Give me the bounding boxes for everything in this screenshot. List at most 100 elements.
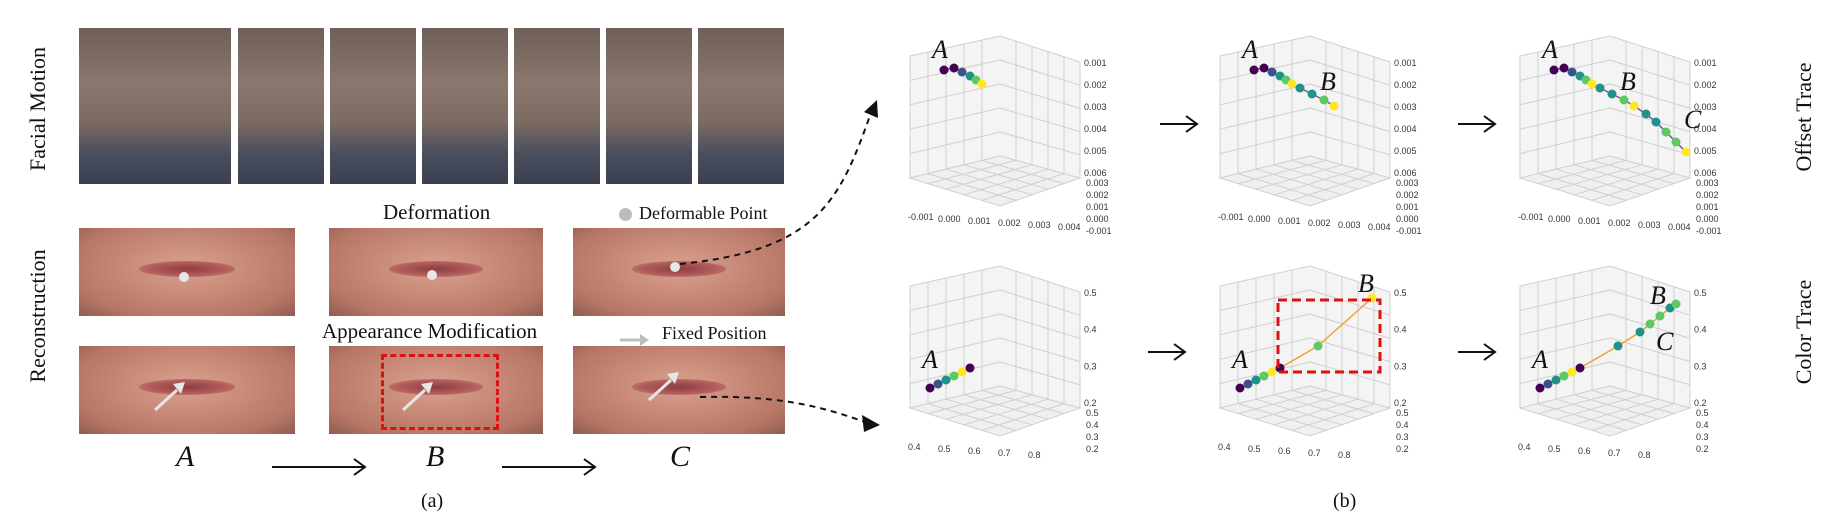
legend-deformable-point: Deformable Point xyxy=(639,203,768,223)
x-tick-label: 0.001 xyxy=(1578,216,1601,226)
trace-point xyxy=(1243,379,1253,389)
x-tick-label: -0.001 xyxy=(908,212,934,222)
trace-point xyxy=(1559,63,1569,73)
y-tick-label: 0.002 xyxy=(1696,190,1719,200)
z-tick-label: 0.006 xyxy=(1694,168,1717,178)
y-tick-label: 0.000 xyxy=(1396,214,1419,224)
point-label: B xyxy=(1620,67,1636,96)
fixed-position-arrow-icon xyxy=(647,372,679,402)
y-tick-label: 0.2 xyxy=(1396,444,1409,454)
trace-point xyxy=(1319,95,1329,105)
z-tick-label: 0.003 xyxy=(1084,102,1107,112)
trace-point xyxy=(925,383,935,393)
x-tick-label: 0.003 xyxy=(1028,220,1051,230)
fixed-position-arrow-icon xyxy=(401,382,433,412)
z-tick-label: 0.004 xyxy=(1694,124,1717,134)
y-tick-label: 0.001 xyxy=(1396,202,1419,212)
x-tick-label: 0.7 xyxy=(998,448,1011,458)
y-tick-label: -0.001 xyxy=(1086,226,1112,236)
legend-fixed-position: Fixed Position xyxy=(662,323,767,343)
x-tick-label: 0.003 xyxy=(1338,220,1361,230)
caption-a: (a) xyxy=(421,490,444,512)
trace-point xyxy=(933,379,943,389)
z-tick-label: 0.006 xyxy=(1084,168,1107,178)
lip-crop-appearance-c xyxy=(573,346,785,434)
trace-point xyxy=(1629,101,1639,111)
trace-point xyxy=(1307,89,1317,99)
trace-point xyxy=(1671,137,1681,147)
caption-b: (b) xyxy=(1333,490,1357,512)
trace-point xyxy=(1613,341,1623,351)
z-tick-label: 0.2 xyxy=(1394,398,1407,408)
x-tick-label: 0.8 xyxy=(1338,450,1351,460)
arrow-a-to-b xyxy=(272,458,367,476)
x-tick-label: 0.8 xyxy=(1028,450,1041,460)
trace-point xyxy=(1619,95,1629,105)
y-tick-label: 0.2 xyxy=(1086,444,1099,454)
trace-point xyxy=(1595,83,1605,93)
trace-point xyxy=(1267,67,1277,77)
z-tick-label: 0.5 xyxy=(1694,288,1707,298)
trace-point xyxy=(1575,363,1585,373)
x-tick-label: 0.004 xyxy=(1058,222,1081,232)
point-label: A xyxy=(1540,35,1558,64)
point-label: B xyxy=(1650,281,1666,310)
deformable-point-icon xyxy=(179,272,189,282)
x-tick-label: 0.4 xyxy=(1218,442,1231,452)
trace-point xyxy=(949,371,959,381)
x-tick-label: 0.5 xyxy=(1248,444,1261,454)
trace-point xyxy=(1249,65,1259,75)
point-label: B xyxy=(1358,269,1374,298)
y-tick-label: 0.5 xyxy=(1696,408,1709,418)
trace-point xyxy=(1567,367,1577,377)
trace-point xyxy=(1681,147,1691,157)
z-tick-label: 0.001 xyxy=(1394,58,1417,68)
deformable-point-icon xyxy=(427,270,437,280)
x-tick-label: 0.000 xyxy=(1548,214,1571,224)
x-tick-label: 0.6 xyxy=(1278,446,1291,456)
x-tick-label: 0.001 xyxy=(1278,216,1301,226)
y-tick-label: 0.5 xyxy=(1086,408,1099,418)
z-tick-label: 0.4 xyxy=(1694,325,1707,335)
x-tick-label: 0.8 xyxy=(1638,450,1651,460)
trace-point xyxy=(941,375,951,385)
z-tick-label: 0.002 xyxy=(1694,80,1717,90)
trace-point xyxy=(1607,89,1617,99)
x-tick-label: 0.002 xyxy=(1308,218,1331,228)
face-frame-large xyxy=(79,28,231,184)
lip-crop-deform-a xyxy=(79,228,295,316)
z-tick-label: 0.004 xyxy=(1084,124,1107,134)
z-tick-label: 0.002 xyxy=(1084,80,1107,90)
x-tick-label: 0.002 xyxy=(998,218,1021,228)
x-tick-label: 0.004 xyxy=(1368,222,1391,232)
lip-crop-deform-b xyxy=(329,228,543,316)
y-tick-label: 0.001 xyxy=(1696,202,1719,212)
y-tick-label: 0.3 xyxy=(1396,432,1409,442)
face-frame xyxy=(422,28,508,184)
trace-point xyxy=(1287,79,1297,89)
highlight-box xyxy=(1276,298,1382,374)
x-tick-label: 0.7 xyxy=(1608,448,1621,458)
deformation-label: Deformation xyxy=(383,200,491,224)
y-tick-label: 0.5 xyxy=(1396,408,1409,418)
trace-point xyxy=(1661,127,1671,137)
z-tick-label: 0.005 xyxy=(1394,146,1417,156)
z-tick-label: 0.004 xyxy=(1394,124,1417,134)
row-label-offset-trace: Offset Trace xyxy=(1791,62,1816,172)
x-tick-label: 0.6 xyxy=(1578,446,1591,456)
face-frame xyxy=(514,28,600,184)
trace-point xyxy=(1559,371,1569,381)
y-tick-label: 0.000 xyxy=(1086,214,1109,224)
fixed-position-arrow-icon xyxy=(618,333,650,352)
x-tick-label: 0.002 xyxy=(1608,218,1631,228)
z-tick-label: 0.003 xyxy=(1694,102,1717,112)
trace-point xyxy=(1645,319,1655,329)
y-tick-label: 0.002 xyxy=(1396,190,1419,200)
x-tick-label: 0.004 xyxy=(1668,222,1691,232)
x-tick-label: 0.5 xyxy=(1548,444,1561,454)
trace-point xyxy=(1259,63,1269,73)
trace-point xyxy=(1295,83,1305,93)
